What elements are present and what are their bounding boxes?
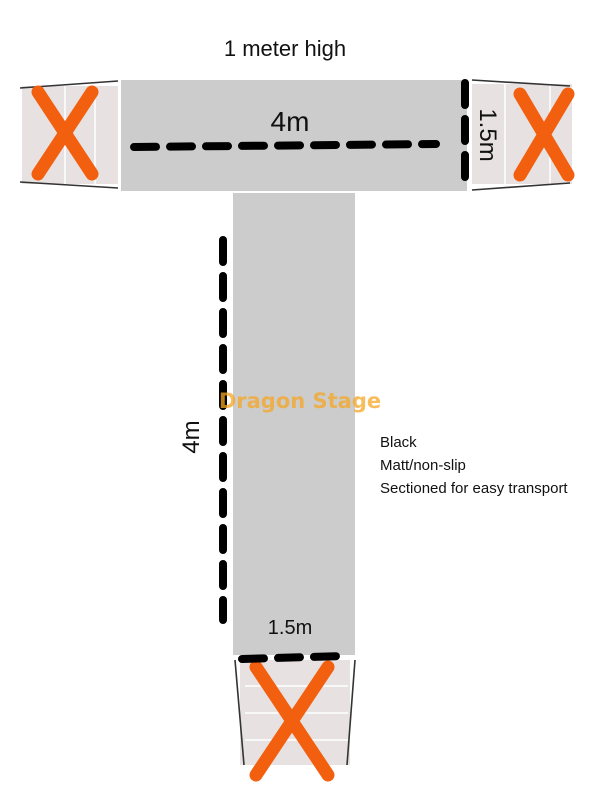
right-stairs xyxy=(471,79,575,191)
x-mark-icon xyxy=(249,660,335,782)
note-surface: Matt/non-slip xyxy=(380,457,466,474)
bottom-stairs xyxy=(234,659,356,782)
x-mark-icon xyxy=(513,87,575,182)
note-color: Black xyxy=(380,434,417,451)
top-platform xyxy=(121,80,467,191)
top-length-label: 4m xyxy=(271,106,310,137)
stem-platform xyxy=(233,193,355,655)
note-sectioned: Sectioned for easy transport xyxy=(380,480,568,497)
stem-width-dimension xyxy=(238,652,347,663)
watermark: Dragon Stage xyxy=(219,389,381,413)
stem-length-label: 4m xyxy=(178,420,205,453)
left-stairs xyxy=(19,80,119,189)
height-label: 1 meter high xyxy=(224,36,346,61)
top-width-label: 1.5m xyxy=(474,108,501,161)
stem-width-label: 1.5m xyxy=(268,617,312,639)
x-mark-icon xyxy=(31,85,99,181)
top-length-dimension xyxy=(130,140,440,151)
